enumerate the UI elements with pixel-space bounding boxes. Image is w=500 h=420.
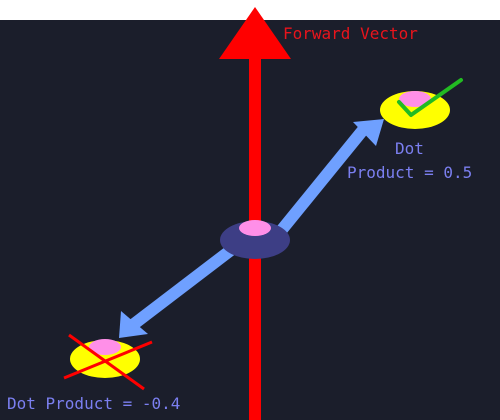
positive-dot-label-line2: Product = 0.5	[347, 163, 472, 182]
cross-icon	[63, 333, 153, 391]
positive-dot-vector-arrow	[275, 119, 384, 236]
positive-dot-label-line1: Dot	[395, 139, 424, 158]
top-strip	[0, 0, 500, 20]
negative-dot-label: Dot Product = -0.4	[7, 394, 180, 413]
forward-vector-label: Forward Vector	[283, 24, 418, 43]
center-object	[220, 220, 290, 259]
check-icon	[397, 78, 463, 117]
negative-dot-vector-arrow	[119, 245, 235, 338]
